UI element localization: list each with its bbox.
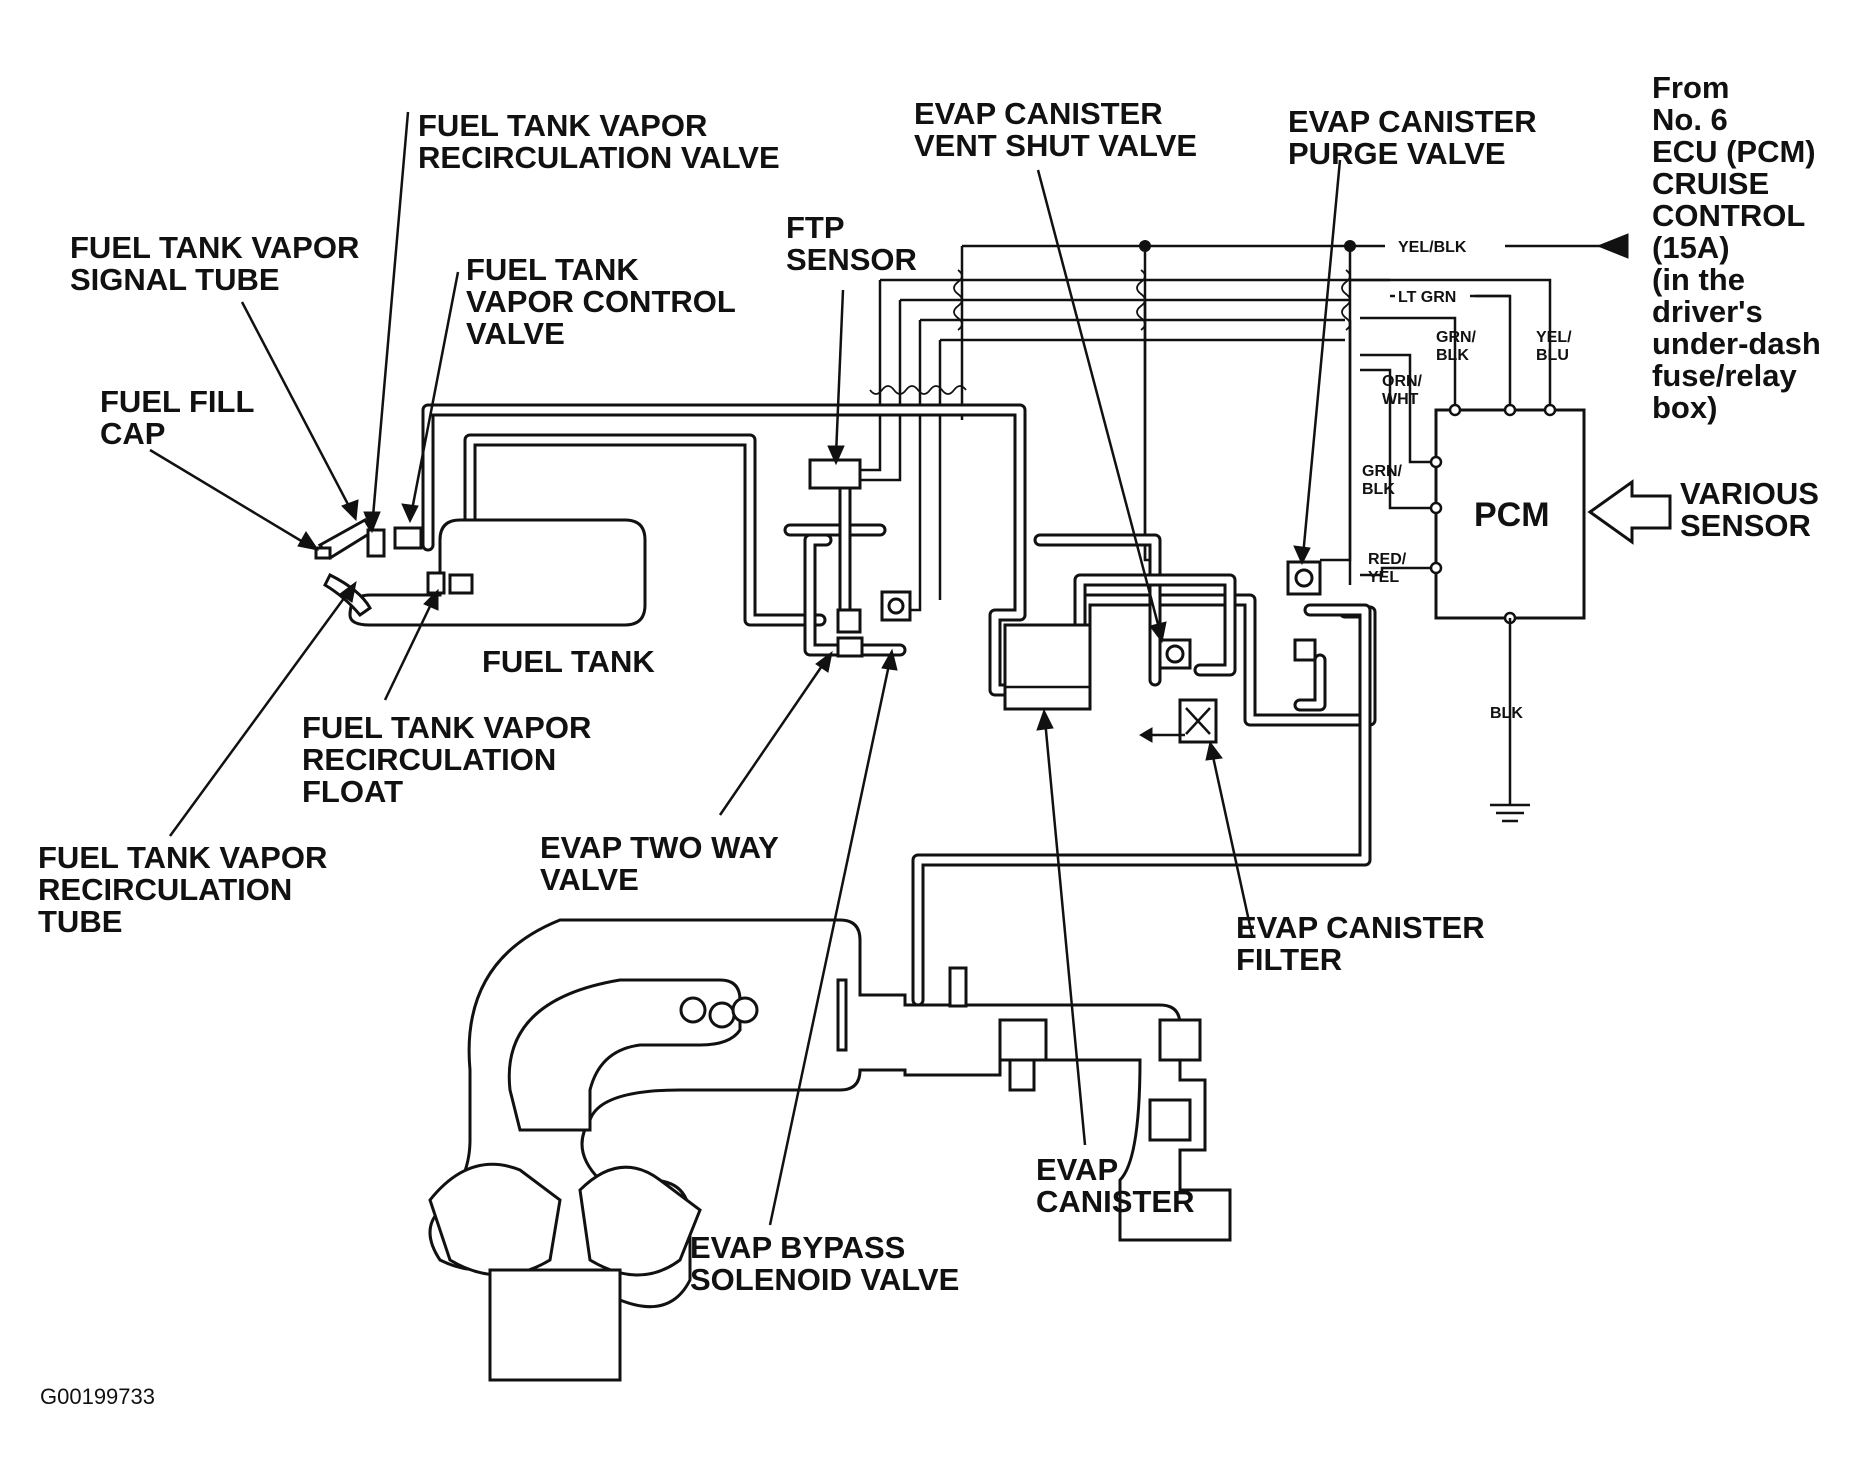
float-icon	[426, 571, 446, 595]
recirc-valve-icon	[366, 528, 386, 558]
canister-icon	[1003, 623, 1092, 711]
ftp-sensor-icon	[808, 458, 862, 490]
fuel-tank	[314, 517, 647, 627]
two-way-valve-icon	[836, 608, 862, 634]
vapor-hoses	[421, 403, 1377, 1007]
label-fuel-tank: FUEL TANK	[482, 644, 655, 679]
bypass-solenoid-icon	[880, 590, 912, 622]
wire-yel-blu: YEL/BLU	[1536, 329, 1572, 364]
canister-filter-icon	[1178, 698, 1218, 744]
leader-lines	[149, 111, 1342, 1226]
wire-yel-blk: YEL/BLK	[1398, 239, 1467, 256]
wire-orn-wht: ORN/WHT	[1382, 373, 1423, 408]
engine-intake	[428, 918, 1232, 1382]
wire-grn-blk-mid: GRN/BLK	[1362, 463, 1403, 498]
fill-cap-icon	[314, 546, 332, 560]
wire-blk: BLK	[1490, 705, 1523, 722]
wiring-harness	[840, 233, 1672, 823]
wire-grn-blk-top: GRN/BLK	[1436, 329, 1477, 364]
control-valve-icon	[393, 526, 423, 550]
evap-components	[808, 458, 1322, 744]
wire-labels: YEL/BLK LT GRN GRN/BLK YEL/BLU ORN/WHT G…	[1362, 239, 1572, 722]
label-pcm: PCM	[1474, 496, 1550, 534]
figure-id: G00199733	[40, 1384, 155, 1409]
label-power-source: From No. 6 ECU (PCM) CRUISE CONTROL (15A…	[1652, 70, 1829, 425]
wire-lt-grn: LT GRN	[1398, 289, 1456, 306]
wire-red-yel: RED/YEL	[1368, 551, 1407, 586]
input-arrow-icon	[1587, 479, 1672, 545]
